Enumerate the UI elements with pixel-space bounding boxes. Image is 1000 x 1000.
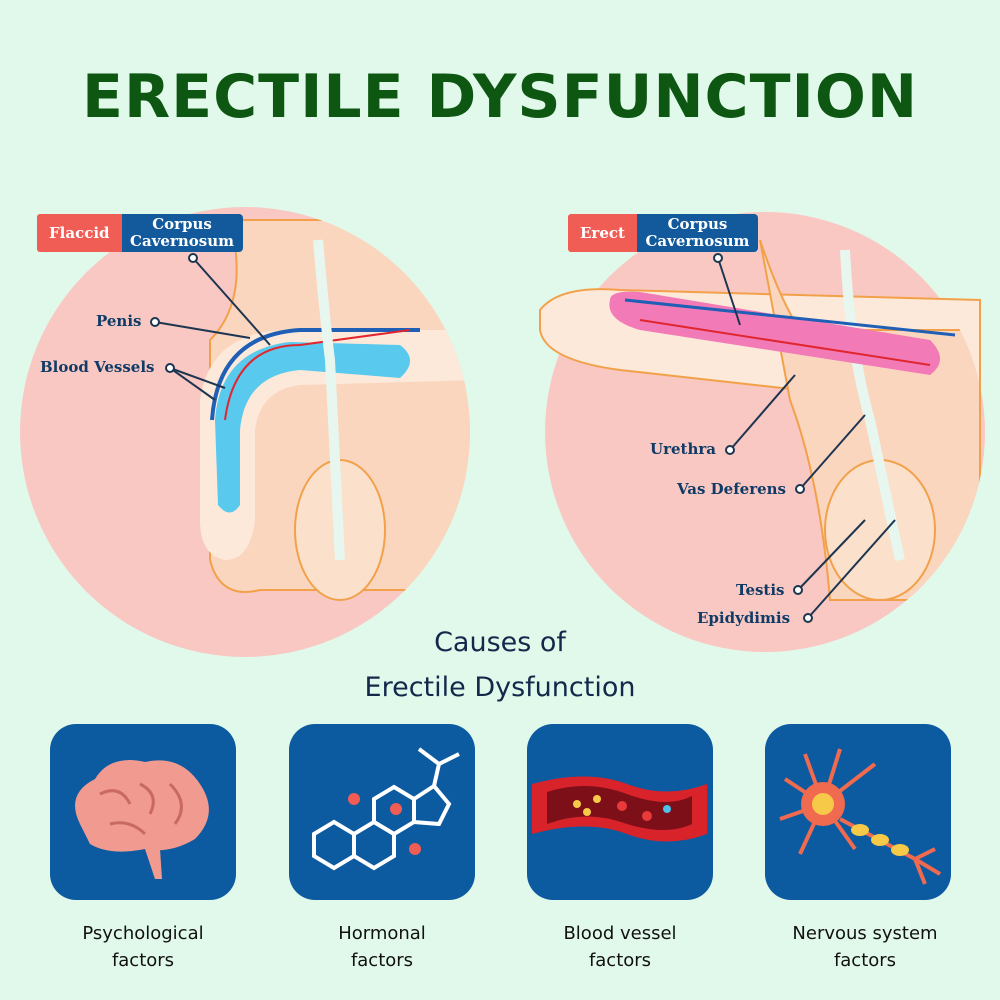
label-epididymis: Epidydimis: [697, 609, 791, 627]
corpus-cavernosum-label: Corpus Cavernosum: [121, 214, 243, 252]
causes-heading: Causes of Erectile Dysfunction: [0, 620, 1000, 710]
nervous-system-tile: [765, 724, 951, 900]
erect-tag: Erect Corpus Cavernosum: [568, 214, 758, 252]
anatomy-diagrams: [20, 207, 985, 657]
label-urethra: Urethra: [650, 440, 716, 458]
flaccid-tag: Flaccid Corpus Cavernosum: [37, 214, 243, 252]
label-testis: Testis: [736, 581, 785, 599]
flaccid-diagram: [20, 207, 470, 657]
blood-vessel-icon: [532, 776, 707, 842]
hormonal-tile: [289, 724, 475, 900]
label-penis: Penis: [96, 312, 142, 330]
causes-heading-line1: Causes of: [434, 627, 566, 658]
neuron-icon: [779, 748, 942, 885]
corpus-cavernosum-label: Corpus Cavernosum: [636, 214, 758, 252]
brain-icon: [75, 760, 209, 879]
state-label: Flaccid: [37, 214, 122, 252]
psychological-tile: [50, 724, 236, 900]
blood-vessel-tile: [527, 724, 713, 900]
page-title: ERECTILE DYSFUNCTION: [81, 62, 919, 132]
causes-heading-line2: Erectile Dysfunction: [364, 672, 636, 703]
erect-diagram: [539, 212, 985, 652]
hormone-molecule-icon: [312, 747, 460, 871]
label-vas-deferens: Vas Deferens: [677, 480, 786, 498]
label-blood-vessels: Blood Vessels: [40, 358, 155, 376]
state-label: Erect: [568, 214, 637, 252]
